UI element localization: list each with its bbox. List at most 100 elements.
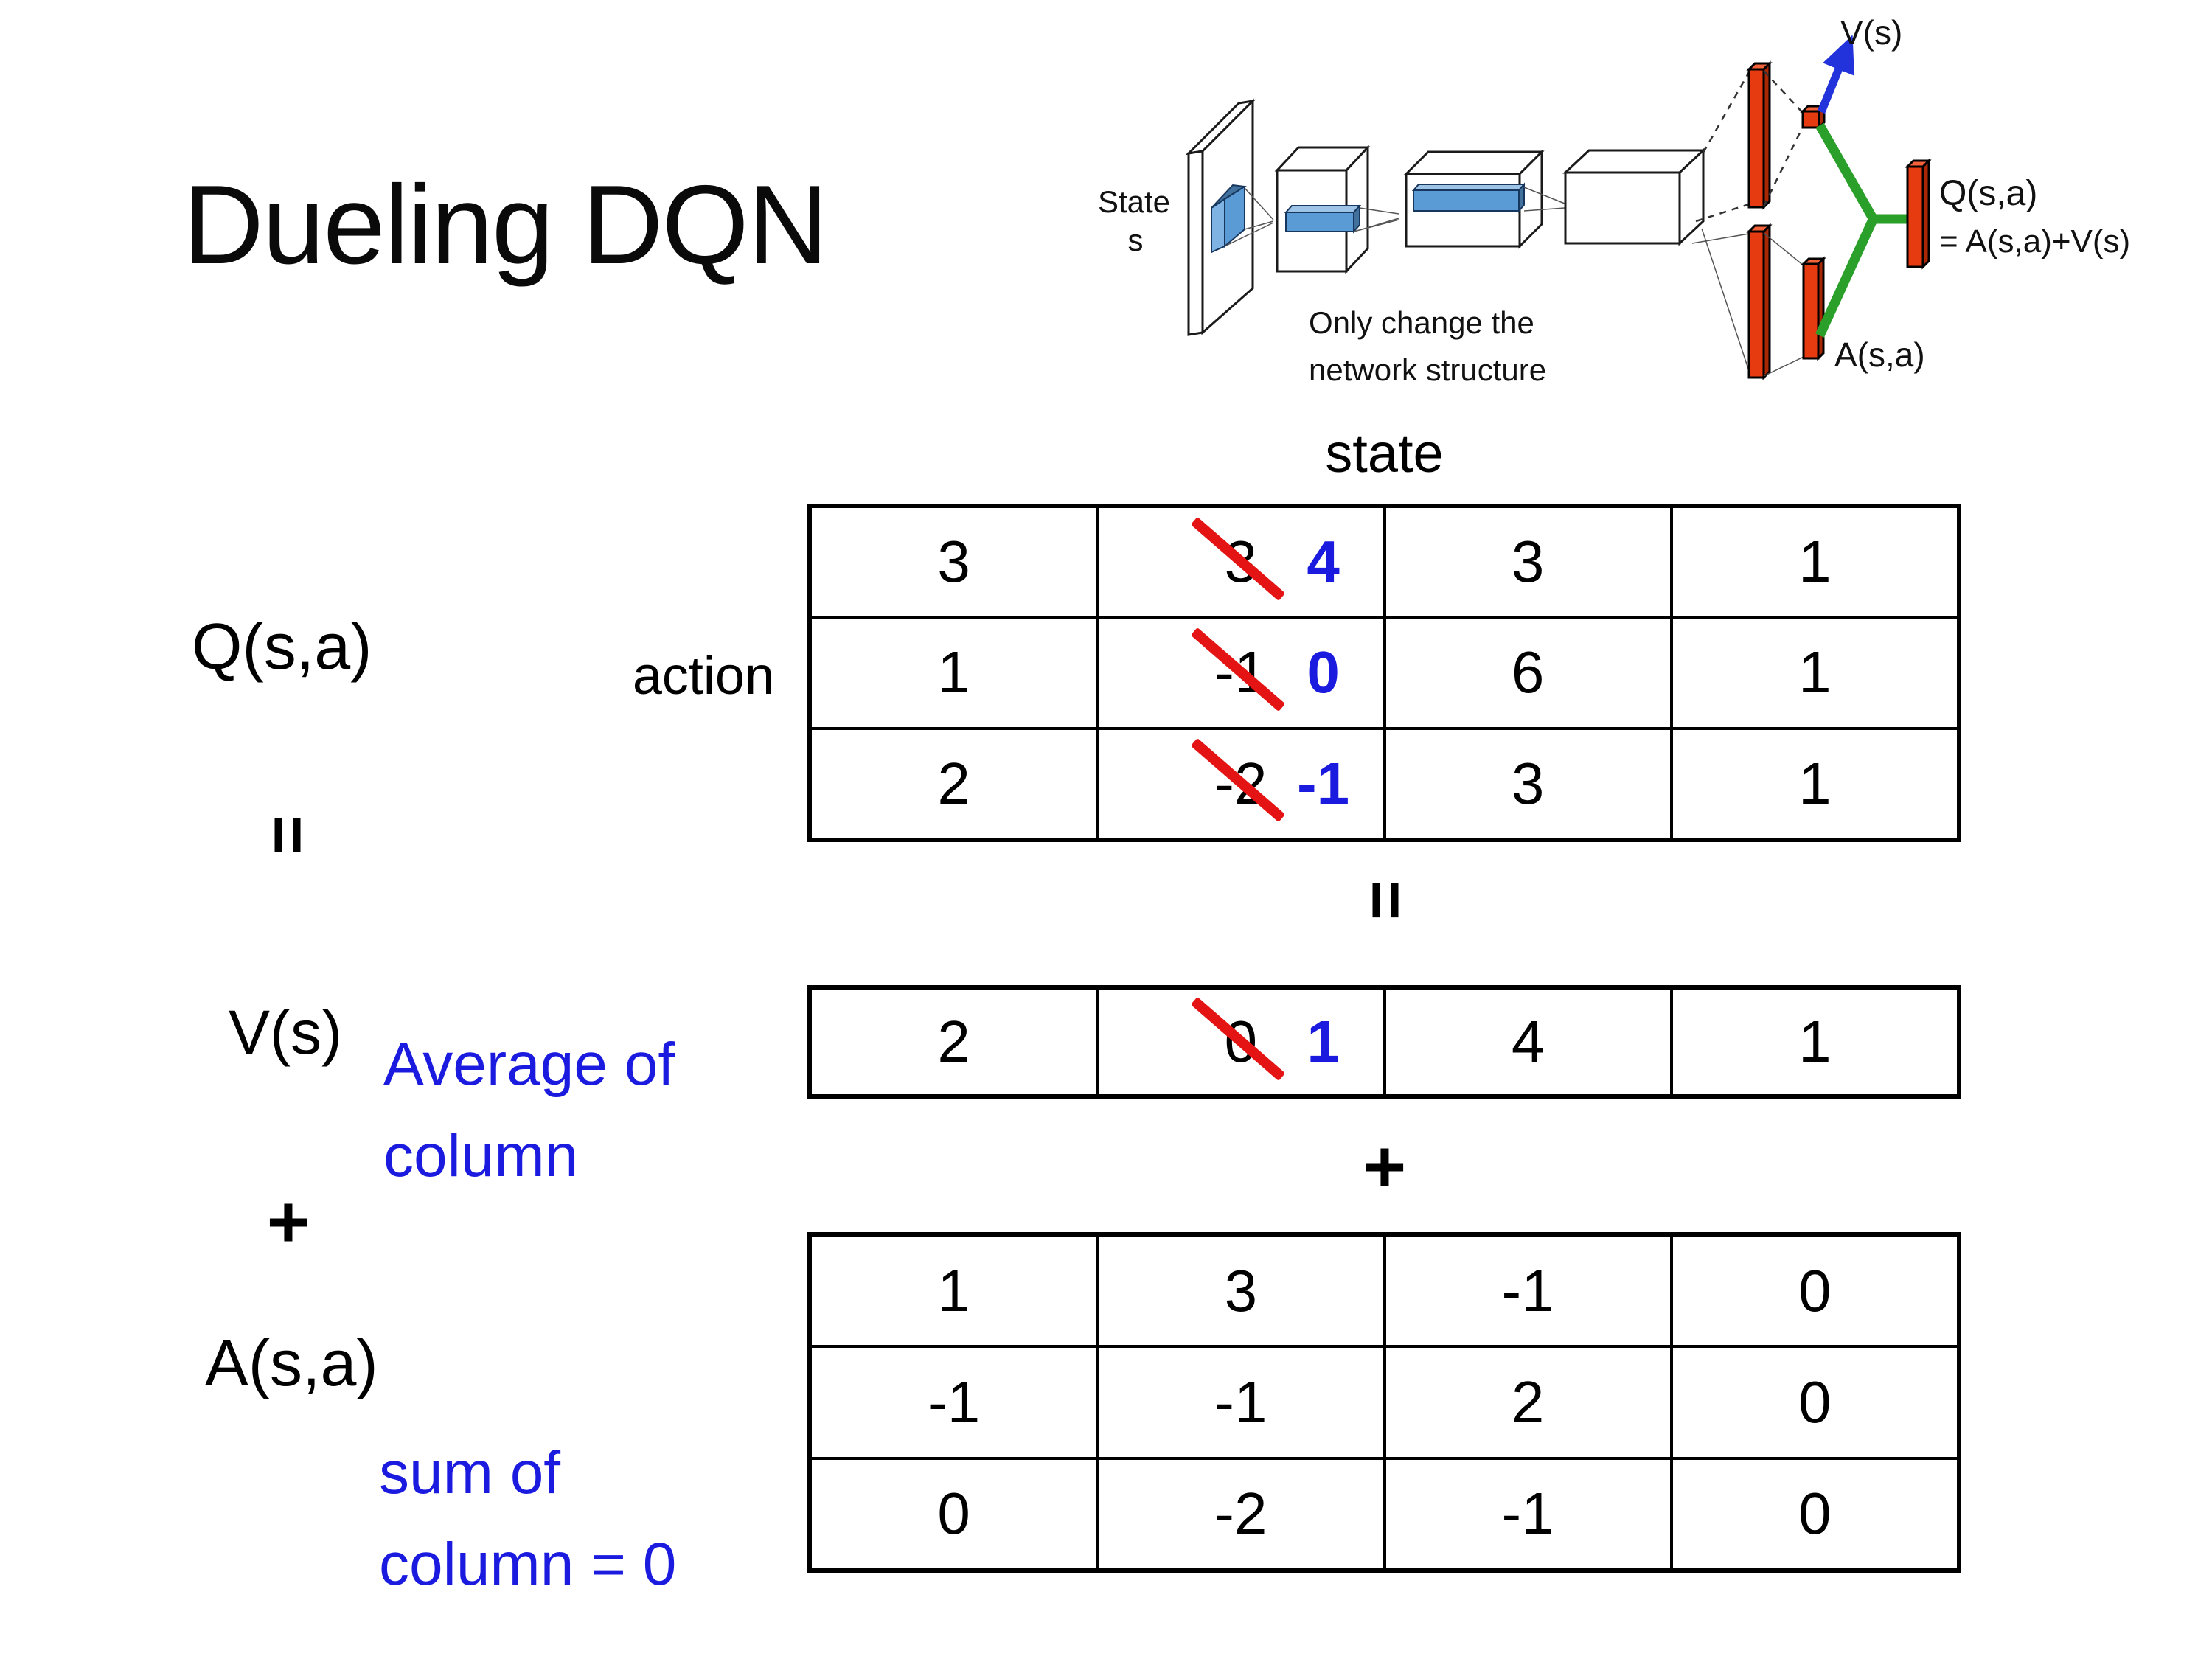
cell-value: 0 (1798, 1257, 1832, 1324)
cell-value: 1 (937, 1257, 970, 1324)
cell-value: 3 (937, 529, 970, 595)
slide-title: Dueling DQN (183, 162, 828, 288)
a-cell: -1 (810, 1346, 1098, 1458)
diagram-state-label: State (1098, 184, 1170, 219)
conv-filter-bar-1 (1284, 204, 1362, 234)
diagram-q-label: Q(s,a) (1939, 174, 2037, 213)
q-cell: 1 (1671, 728, 1958, 839)
conv-filter-patch (1211, 184, 1247, 254)
q-cell: 3 (810, 507, 1098, 618)
feature-map-box-3 (1562, 147, 1706, 246)
conv-projection-lines-1 (1224, 187, 1274, 247)
v-cell: 1 (1671, 988, 1958, 1096)
cell-value: -1 (1501, 1257, 1554, 1324)
v-cell-corrected: 0 1 (1097, 988, 1385, 1096)
conv-projection-lines-3 (1523, 187, 1565, 212)
a-cell: 1 (810, 1235, 1098, 1347)
a-function-label: A(s,a) (205, 1326, 378, 1399)
fc-fanout-lines (1691, 72, 1750, 372)
cell-value: 6 (1511, 639, 1545, 706)
value-scalar-node (1800, 103, 1827, 131)
plus-sign-mid: + (1363, 1125, 1407, 1208)
action-header-label: action (632, 647, 774, 706)
equals-sign-left: = (250, 815, 326, 855)
cell-value: 1 (1798, 529, 1832, 595)
v-cell: 2 (810, 988, 1098, 1096)
diagram-note-line2: network structure (1309, 352, 1546, 387)
a-cell: -1 (1384, 1235, 1672, 1347)
q-cell: 1 (1671, 507, 1958, 618)
cell-value: 0 (937, 1481, 970, 1547)
q-output-bar (1905, 158, 1932, 270)
a-cell: 0 (810, 1458, 1098, 1570)
v-output-arrow-icon (1817, 35, 1854, 114)
q-cell-corrected: 3 4 (1097, 507, 1385, 618)
a-cell: -1 (1384, 1458, 1672, 1570)
cell-value: 2 (937, 1009, 970, 1074)
average-of-column-note: Average of column (383, 1019, 675, 1202)
q-cell: 2 (810, 728, 1098, 839)
average-note-line1: Average of (383, 1031, 675, 1098)
diagram-q-formula: = A(s,a)+V(s) (1939, 223, 2130, 260)
advantage-converge-lines (1763, 232, 1804, 377)
state-header-label: state (1325, 422, 1444, 484)
q-cell: 3 (1384, 507, 1672, 618)
diagram-note-line1: Only change the (1309, 305, 1534, 340)
sum-note-line1: sum of (379, 1439, 561, 1506)
sum-note-line2: column = 0 (379, 1531, 677, 1598)
a-cell: 2 (1384, 1346, 1672, 1458)
diagram-v-label: V(s) (1840, 13, 1902, 52)
cell-value: -1 (1214, 1368, 1267, 1435)
q-cell: 6 (1384, 617, 1672, 728)
q-function-label: Q(s,a) (192, 610, 372, 683)
a-table: 1 3 -1 0 -1 -1 2 0 0 -2 -1 0 (807, 1232, 1961, 1573)
value-converge-lines (1762, 70, 1804, 207)
cell-value: -1 (928, 1368, 981, 1435)
conv-filter-bar-2 (1411, 182, 1526, 213)
plus-sign-left: + (266, 1180, 310, 1264)
sum-of-column-note: sum of column = 0 (379, 1427, 676, 1610)
cell-value: 1 (937, 639, 970, 706)
a-cell: 3 (1097, 1235, 1385, 1347)
v-cell: 4 (1384, 988, 1672, 1096)
cell-value: 1 (1798, 750, 1832, 816)
corrected-value: 1 (1307, 1009, 1340, 1074)
advantage-stream-fc-bar (1746, 223, 1773, 380)
q-cell: 1 (810, 617, 1098, 728)
cell-value: 3 (1224, 1257, 1258, 1324)
dueling-network-diagram: V(s) Q(s,a) = A(s,a)+V(s) A(s,a) State s… (1098, 13, 2130, 387)
v-function-label: V(s) (229, 998, 342, 1067)
cell-value: 0 (1798, 1368, 1832, 1435)
cell-value: 2 (1511, 1368, 1545, 1435)
corrected-value: 4 (1307, 529, 1340, 595)
cell-value: 2 (937, 750, 970, 816)
aggregator-connector (1815, 122, 1907, 338)
diagram-state-s-label: s (1128, 223, 1144, 257)
q-cell-corrected: -1 0 (1097, 617, 1385, 728)
v-table: 2 0 1 4 1 (807, 985, 1961, 1099)
q-cell: 1 (1671, 617, 1958, 728)
cell-value: 3 (1511, 750, 1545, 816)
q-cell-corrected: -2 -1 (1097, 728, 1385, 839)
q-table: 3 3 4 3 1 1 -1 0 6 1 2 -2 -1 3 1 (807, 504, 1961, 842)
cell-value: -1 (1501, 1481, 1554, 1547)
cell-value: 4 (1511, 1009, 1545, 1074)
corrected-value: 0 (1307, 639, 1340, 706)
average-note-line2: column (383, 1122, 579, 1189)
cell-value: 0 (1798, 1481, 1832, 1547)
corrected-value: -1 (1297, 750, 1350, 816)
a-cell: 0 (1671, 1235, 1958, 1347)
a-cell: 0 (1671, 1458, 1958, 1570)
conv-projection-lines-2 (1353, 207, 1399, 232)
q-cell: 3 (1384, 728, 1672, 839)
a-cell: 0 (1671, 1346, 1958, 1458)
cell-value: 1 (1798, 1009, 1832, 1074)
advantage-vector-node (1801, 256, 1826, 361)
diagram-a-label: A(s,a) (1834, 335, 1925, 374)
a-cell: -1 (1097, 1346, 1385, 1458)
equals-sign-mid: = (1348, 880, 1424, 920)
value-stream-fc-bar (1746, 60, 1773, 210)
a-cell: -2 (1097, 1458, 1385, 1570)
cell-value: -2 (1214, 1481, 1267, 1547)
cell-value: 3 (1511, 529, 1545, 595)
